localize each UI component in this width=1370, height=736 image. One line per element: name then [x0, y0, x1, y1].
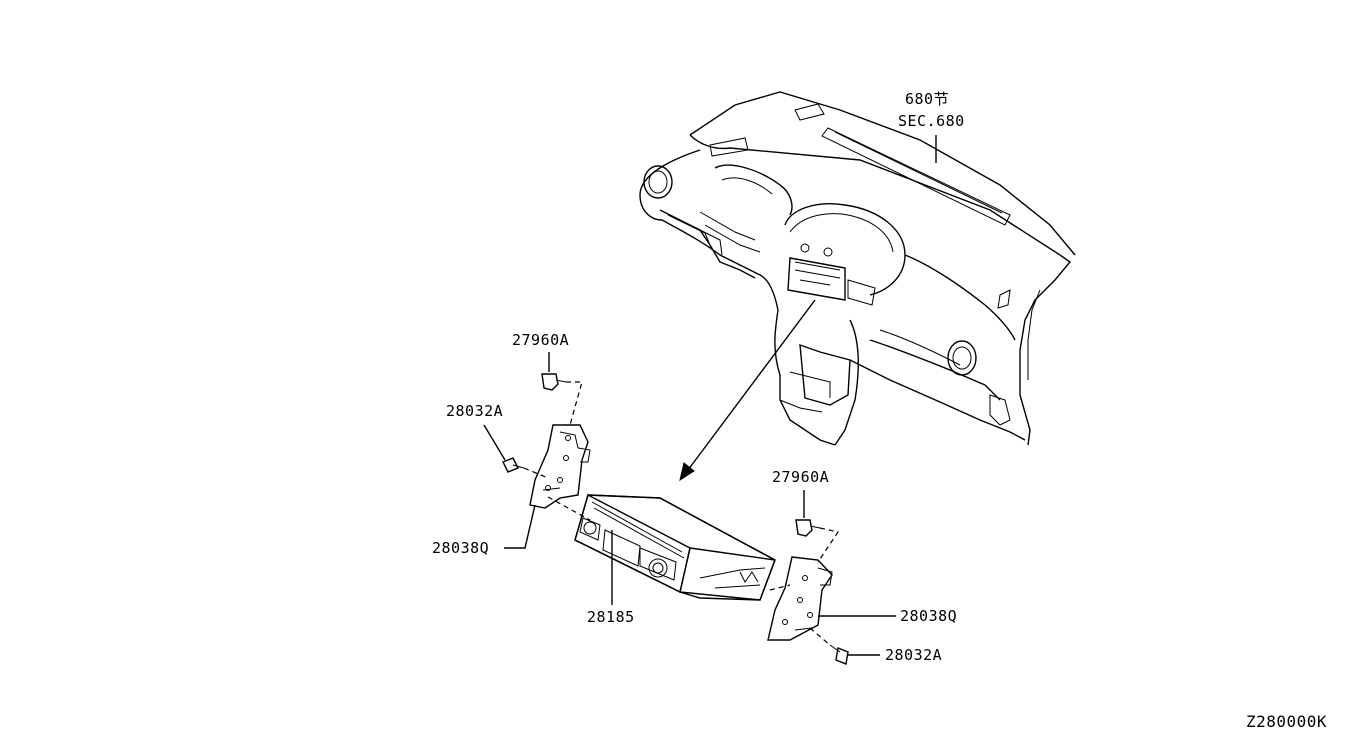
screw-28032a-left-drawing [502, 457, 525, 473]
audio-unit-drawing [574, 493, 776, 601]
left-bracket-drawing [529, 424, 591, 509]
label-27960a-left: 27960A [512, 331, 570, 349]
dash-bracket-right [769, 584, 791, 591]
diagram-code: Z280000K [1246, 712, 1328, 731]
clip-27960a-left-drawing [541, 373, 567, 391]
dash-bracket-left [547, 496, 591, 521]
label-28032a-right: 28032A [885, 646, 943, 664]
label-sec-jp: 680节 [905, 90, 950, 108]
label-28185: 28185 [587, 608, 635, 626]
leader-28032a-left [483, 424, 506, 461]
label-28038q-right: 28038Q [900, 607, 958, 625]
label-28032a-left: 28032A [446, 402, 504, 420]
label-28038q-left: 28038Q [432, 539, 490, 557]
instrument-panel [639, 91, 1076, 446]
screw-28032a-right-drawing [829, 644, 849, 665]
right-bracket-drawing [767, 556, 833, 641]
label-sec-680: SEC.680 [898, 112, 965, 130]
dash-screw-left [523, 467, 549, 479]
dash-clip-left [566, 381, 583, 426]
dash-screw-right [809, 627, 831, 646]
clip-27960a-right-drawing [795, 519, 821, 537]
leader-28038q-left [504, 504, 536, 549]
label-27960a-right: 27960A [772, 468, 830, 486]
dash-clip-right [817, 527, 839, 563]
assembly-arrow [679, 299, 816, 482]
